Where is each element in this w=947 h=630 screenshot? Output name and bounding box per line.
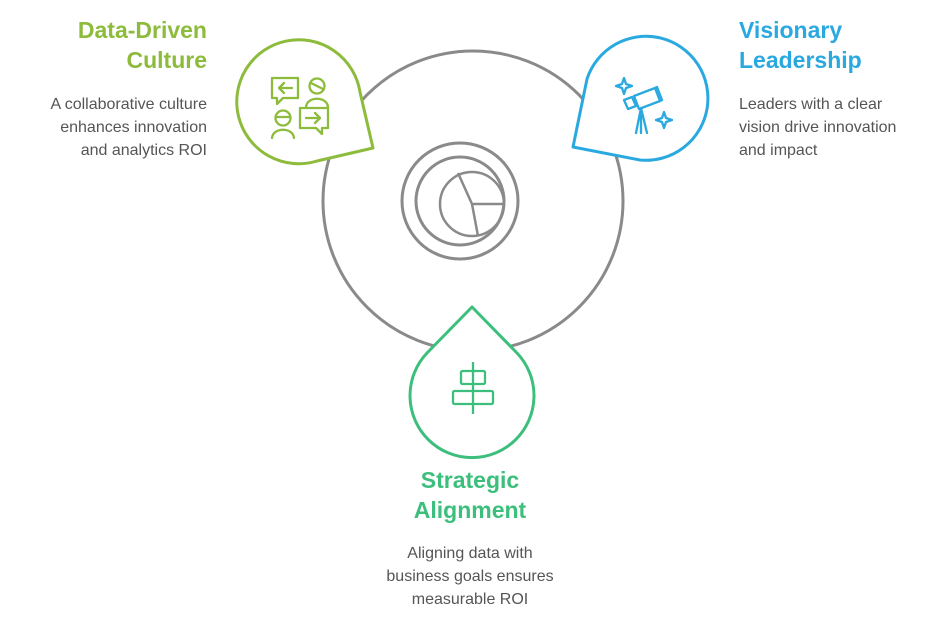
conversation-icon (270, 76, 330, 140)
leadership-desc-line-3: and impact (739, 142, 818, 159)
leadership-desc-line-2: vision drive innovation (739, 119, 897, 136)
pie-chart-icon (438, 170, 506, 238)
culture-title-line-1: Data-Driven (77, 17, 207, 43)
culture-desc-line-1: A collaborative culture (50, 96, 207, 113)
culture-desc-line-3: and analytics ROI (80, 142, 207, 159)
leadership-title-line-2: Leadership (739, 47, 862, 73)
leadership-description: Leaders with a clear vision drive innova… (739, 93, 896, 162)
leadership-desc-line-1: Leaders with a clear (739, 96, 883, 113)
center-hub (400, 141, 520, 261)
culture-description: A collaborative culture enhances innovat… (50, 93, 207, 162)
alignment-title-line-2: Alignment (413, 497, 527, 523)
leadership-title: Visionary Leadership (739, 15, 862, 75)
alignment-desc-line-3: measurable ROI (411, 591, 529, 608)
alignment-title-line-1: Strategic (420, 467, 520, 493)
culture-drop-shape (235, 38, 375, 166)
alignment-node (408, 305, 536, 460)
center-outer-circle (400, 141, 520, 261)
leadership-title-line-1: Visionary (739, 17, 843, 43)
alignment-desc-line-2: business goals ensures (386, 568, 554, 585)
culture-node (235, 38, 375, 166)
leadership-drop-shape (571, 34, 710, 162)
telescope-icon (614, 76, 674, 135)
alignment-title: Strategic Alignment (370, 465, 570, 525)
align-center-icon (451, 362, 495, 414)
culture-title: Data-Driven Culture (78, 15, 207, 75)
alignment-description: Aligning data with business goals ensure… (345, 542, 595, 611)
culture-title-line-2: Culture (126, 47, 208, 73)
culture-desc-line-2: enhances innovation (60, 119, 207, 136)
leadership-node (571, 34, 710, 162)
alignment-desc-line-1: Aligning data with (407, 545, 533, 562)
